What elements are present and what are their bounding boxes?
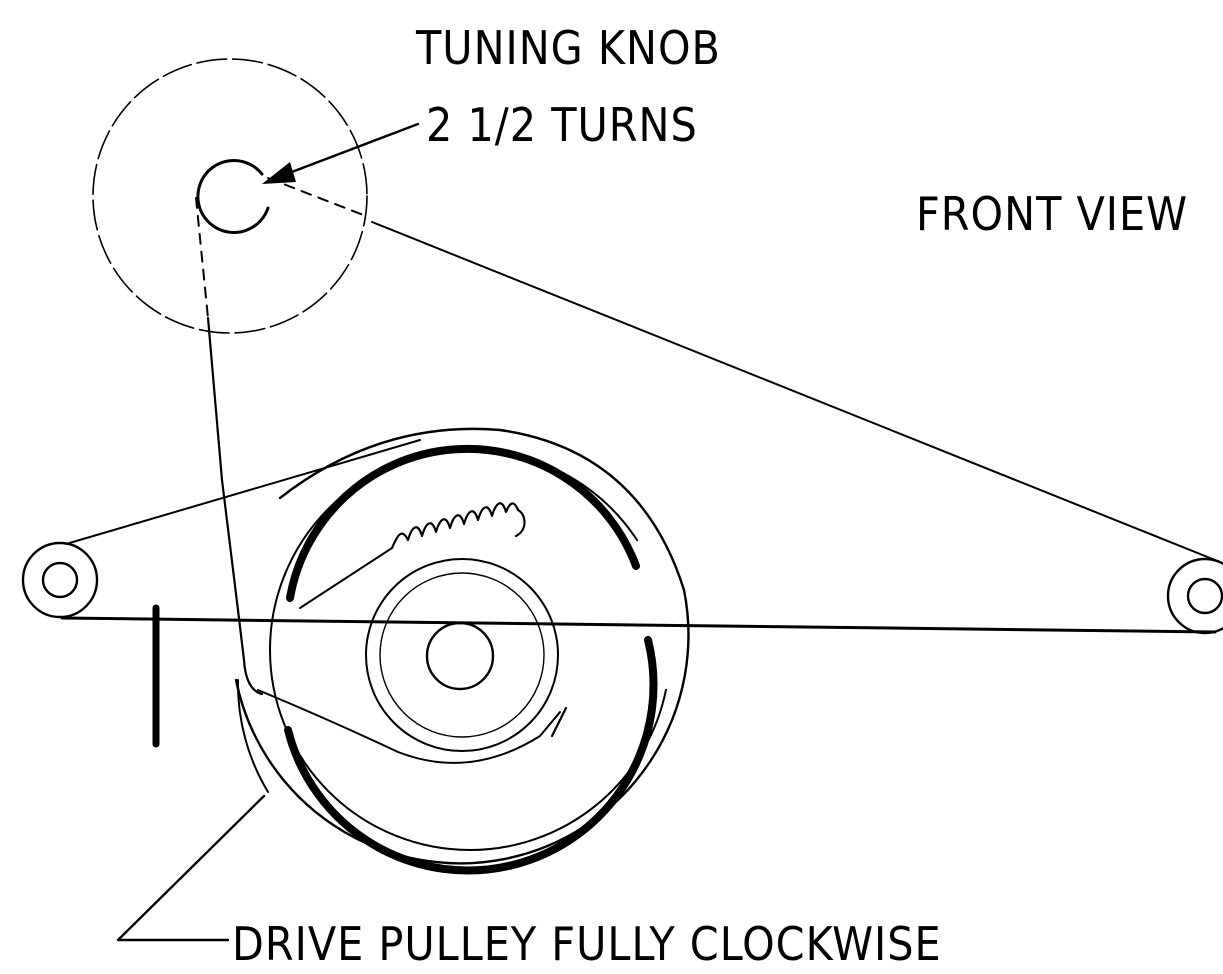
cord-wrap-outer: [236, 679, 269, 793]
turns-arrow-line: [274, 122, 420, 180]
tuning-shaft: [196, 159, 270, 234]
turns-arrowhead: [262, 162, 296, 184]
front-view-label: FRONT VIEW: [916, 187, 1188, 241]
cord-dashed-right: [267, 177, 367, 217]
tuning-knob-label: TUNING KNOB: [415, 21, 721, 75]
left-idler-pulley: [21, 439, 421, 619]
turns-label: 2 1/2 TURNS: [426, 98, 698, 152]
tuning-knob-assembly: [92, 58, 368, 334]
cord-horizontal: [60, 616, 1217, 634]
tension-spring: [257, 502, 568, 764]
right-idler-pulley: [1166, 557, 1223, 635]
cord-dashed-left: [195, 197, 209, 319]
drive-pulley: [234, 427, 690, 875]
drive-pulley-shaft: [425, 621, 495, 691]
drive-pulley-label: DRIVE PULLEY FULLY CLOCKWISE: [232, 917, 942, 971]
tuning-knob-outline: [92, 58, 368, 334]
pulley-leader-line: [116, 794, 266, 942]
left-idler-arm: [65, 439, 421, 545]
cord-knob-to-pulley: [206, 316, 264, 696]
cord-knob-to-right-idler: [371, 221, 1216, 561]
annotation-leaders: [116, 122, 420, 942]
dial-cord: [60, 221, 1217, 696]
